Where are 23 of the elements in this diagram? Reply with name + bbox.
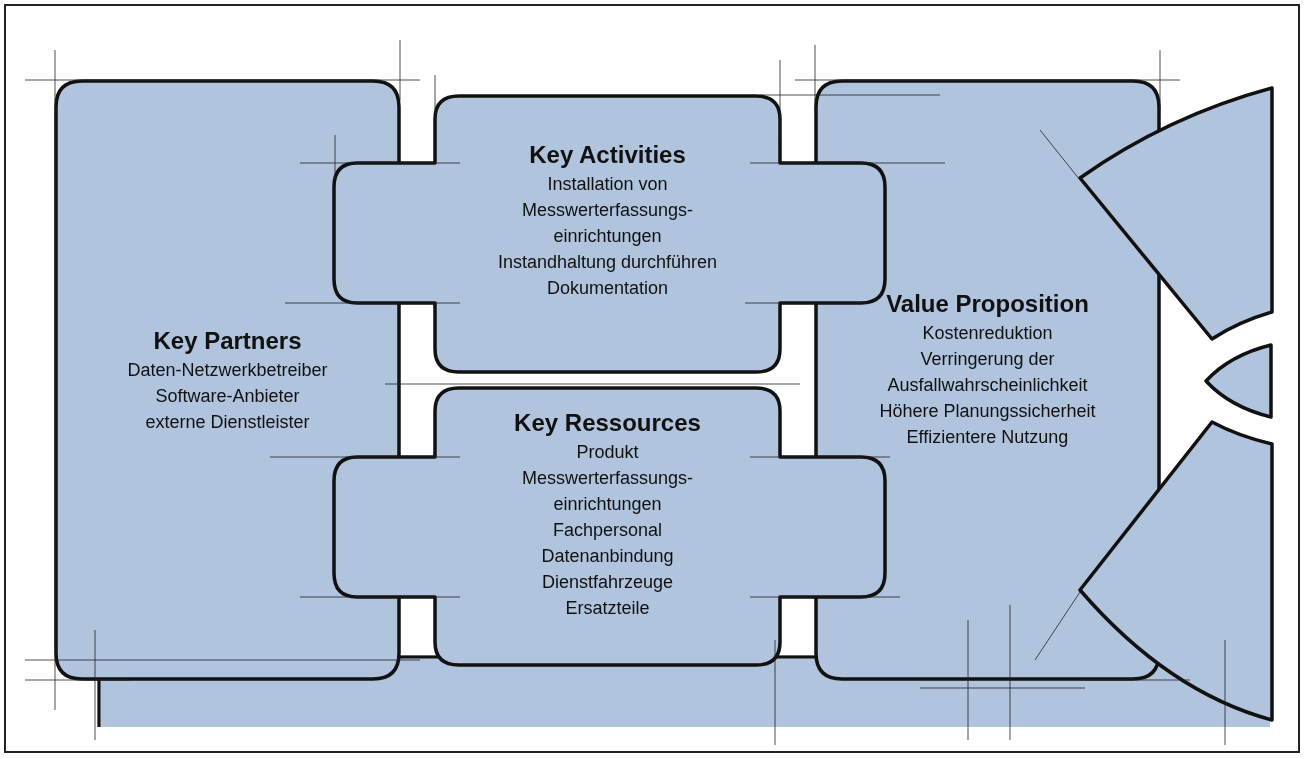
list-item: Effizientere Nutzung (906, 426, 1069, 449)
list-item: externe Dienstleister (145, 411, 310, 434)
list-item: Kostenreduktion (922, 322, 1053, 345)
list-item: Messwerterfassungs- einrichtungen (520, 467, 695, 516)
list-item: Datenanbindung (541, 545, 674, 568)
block-heading: Key Ressources (514, 408, 701, 438)
block-heading: Value Proposition (886, 289, 1089, 319)
list-item: Fachpersonal (552, 519, 663, 542)
list-item: Installation von Messwerterfassungs- einrichtungen (520, 173, 695, 248)
block-heading: Key Partners (153, 326, 302, 356)
list-item: Daten-Netzwerkbetreiber (127, 359, 328, 382)
circle-segment (1078, 420, 1272, 722)
list-item: Verringerung der Ausfallwahrscheinlichkeit (886, 348, 1089, 397)
list-item: Höhere Planungssicherheit (879, 400, 1096, 423)
list-item: Dokumentation (546, 277, 669, 300)
list-item: Instandhaltung durchführen (497, 251, 718, 274)
list-item: Ersatzteile (565, 597, 650, 620)
list-item: Software-Anbieter (155, 385, 300, 408)
puzzle-piece (333, 95, 885, 373)
block-heading: Key Activities (529, 140, 686, 170)
list-item: Dienstfahrzeuge (541, 571, 674, 594)
key-partners-block (55, 80, 400, 680)
list-item: Produkt (576, 441, 639, 464)
